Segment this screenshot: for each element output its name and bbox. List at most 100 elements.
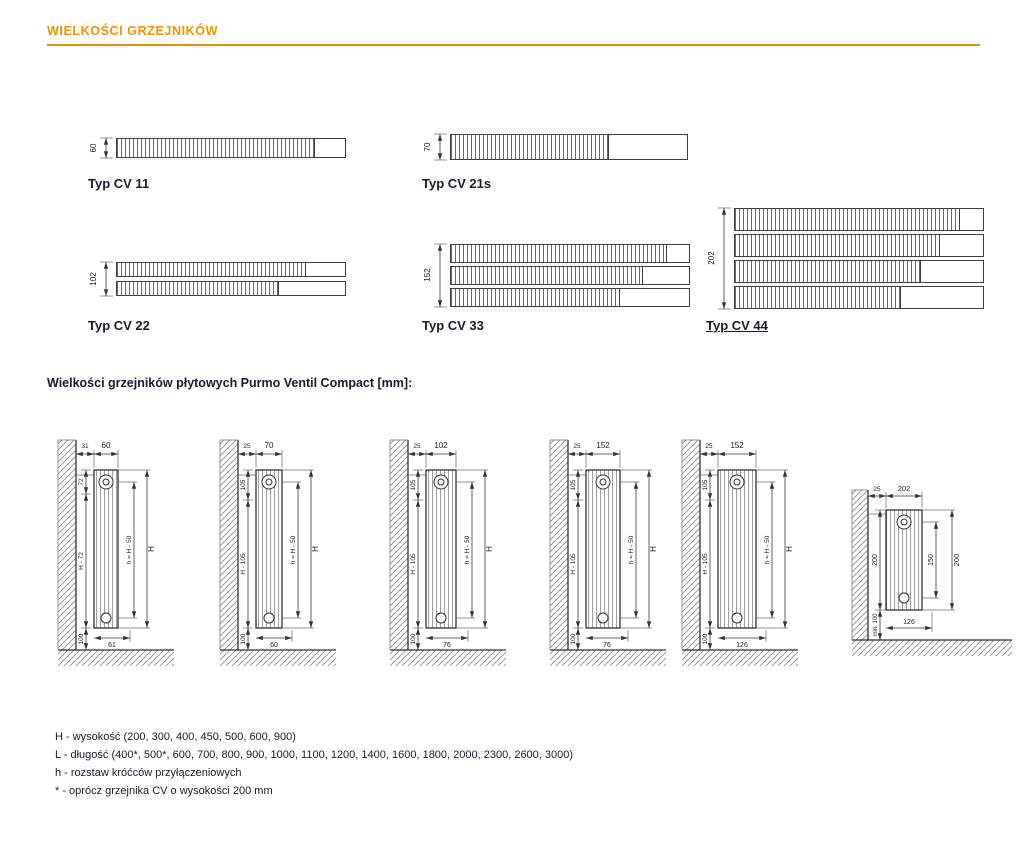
panel-cap xyxy=(642,266,690,285)
depth-dimension: 152 xyxy=(423,243,447,308)
fin-band xyxy=(116,281,346,296)
dim-label-depth: 202 xyxy=(707,251,716,265)
dim-bottom-width: 60 xyxy=(270,642,278,649)
dim-label-depth: 102 xyxy=(89,272,98,286)
fin-band xyxy=(450,244,690,263)
legend-line-footnote: * - oprócz grzejnika CV o wysokości 200 … xyxy=(55,785,273,797)
type-label: Typ CV 33 xyxy=(422,318,484,333)
type-label: Typ CV 21s xyxy=(422,176,492,191)
wall-hatch xyxy=(57,439,77,650)
floor-hatch xyxy=(682,649,798,666)
radiator-top-view xyxy=(450,134,688,160)
radiator-body xyxy=(76,469,119,629)
dim-top-gap: 105 xyxy=(570,479,577,490)
dim-bottom-gap: 100 xyxy=(78,633,85,644)
wall-hatch xyxy=(851,489,869,640)
dim-wall-offset: 31 xyxy=(81,443,89,450)
depth-dimension: 60 xyxy=(89,137,113,159)
mounting-diagram-svg: 31 60 72 H - 72 100 h = H - 50 H 61 xyxy=(57,439,174,666)
dim-bottom-width: 76 xyxy=(443,642,451,649)
panel-cap xyxy=(899,286,984,309)
dim-total-height: H xyxy=(485,546,494,552)
mounting-diagram-svg: 25 102 105 H - 105 100 h = H - 50 H 76 xyxy=(389,439,506,666)
fin-band xyxy=(450,134,688,160)
dim-wall-offset: 25 xyxy=(413,443,421,450)
dim-inner-height: 150 xyxy=(928,554,935,566)
radiator-top-view xyxy=(116,138,346,158)
wall-hatch xyxy=(219,439,239,650)
dim-bottom-gap: 100 xyxy=(702,633,709,644)
fin-band xyxy=(734,286,984,309)
mounting-diagram-1: 31 60 72 H - 72 100 h = H - 50 H 61 xyxy=(48,430,176,680)
dim-depth: 102 xyxy=(434,441,448,450)
dim-wall-offset: 25 xyxy=(873,486,881,493)
dim-bottom-gap: 100 xyxy=(570,633,577,644)
dim-wall-offset: 25 xyxy=(705,443,713,450)
dim-total-height: H xyxy=(649,546,658,552)
dim-top-gap: 72 xyxy=(78,478,85,486)
dim-floor-gap: min. 100 xyxy=(873,613,879,637)
dim-bottom-gap: 100 xyxy=(240,633,247,644)
dim-top-gap: 105 xyxy=(410,479,417,490)
dim-bottom-width: 61 xyxy=(108,642,116,649)
dim-side-height: H - 105 xyxy=(240,553,247,575)
wall-hatch xyxy=(549,439,569,650)
legend-line-length: L - długość (400*, 500*, 600, 700, 800, … xyxy=(55,749,574,761)
dim-side-height: H - 72 xyxy=(78,552,85,570)
depth-dimension: 102 xyxy=(89,261,113,297)
dim-bottom-width: 126 xyxy=(736,642,748,649)
panel-cap xyxy=(304,262,346,277)
floor-hatch xyxy=(220,649,336,666)
mounting-diagram-svg: 25 70 105 H - 105 100 h = H - 50 H 60 xyxy=(219,439,336,666)
fin-band xyxy=(116,138,346,158)
dim-bottom-width: 76 xyxy=(603,642,611,649)
wall-hatch xyxy=(389,439,409,650)
fin-band xyxy=(734,260,984,283)
floor-hatch xyxy=(852,639,1012,656)
dim-side-height: H - 105 xyxy=(410,553,417,575)
floor-hatch xyxy=(58,649,174,666)
dim-depth: 70 xyxy=(265,441,274,450)
legend-line-height: H - wysokość (200, 300, 400, 450, 500, 6… xyxy=(55,731,296,743)
mounting-diagram-svg: 25 152 105 H - 105 100 h = H - 50 H 126 xyxy=(681,439,798,666)
dim-pipe-spacing: h = H - 50 xyxy=(764,535,771,564)
dim-top-gap: 105 xyxy=(702,479,709,490)
radiator-top-view xyxy=(450,244,690,307)
dim-bottom-gap: 100 xyxy=(410,633,417,644)
dim-depth: 60 xyxy=(102,441,111,450)
dimensions: 31 60 72 H - 72 100 h = H - 50 H 61 xyxy=(76,441,156,650)
legend-line-connections: h - rozstaw króćców przyłączeniowych xyxy=(55,767,242,779)
dim-depth: 202 xyxy=(898,484,911,493)
mounting-diagram-3: 25 102 105 H - 105 100 h = H - 50 H 76 xyxy=(380,430,508,680)
radiator-top-view xyxy=(734,208,984,309)
fin-band xyxy=(450,266,690,285)
dim-pipe-spacing: h = H - 50 xyxy=(126,535,133,564)
type-label: Typ CV 22 xyxy=(88,318,150,333)
section-heading: Wielkości grzejników płytowych Purmo Ven… xyxy=(47,376,413,390)
radiator-body xyxy=(238,469,283,629)
floor-hatch xyxy=(550,649,666,666)
fin-band xyxy=(450,288,690,307)
dim-depth: 152 xyxy=(730,441,744,450)
dim-wall-offset: 25 xyxy=(243,443,251,450)
fin-band xyxy=(116,262,346,277)
dim-left-height: 200 xyxy=(872,554,879,566)
panel-cap xyxy=(939,234,984,257)
floor-hatch xyxy=(390,649,506,666)
mounting-diagram-svg: 25 152 105 H - 105 100 h = H - 50 H 76 xyxy=(549,439,666,666)
dim-depth: 152 xyxy=(596,441,610,450)
radiator-body xyxy=(568,469,621,629)
radiator-top-view xyxy=(116,262,346,296)
radiator-body xyxy=(700,469,757,629)
header-rule xyxy=(47,44,980,46)
panel-cap xyxy=(607,134,688,160)
dimensions: 25 70 105 H - 105 100 h = H - 50 H 60 xyxy=(238,441,320,650)
depth-dimension: 202 xyxy=(707,207,731,310)
mounting-diagram-2: 25 70 105 H - 105 100 h = H - 50 H 60 xyxy=(210,430,338,680)
dim-label-depth: 70 xyxy=(423,142,432,151)
panel-cap xyxy=(618,288,690,307)
fin-band xyxy=(734,234,984,257)
dimensions: 25 152 105 H - 105 100 h = H - 50 H 126 xyxy=(700,441,794,650)
panel-cap xyxy=(314,138,346,158)
